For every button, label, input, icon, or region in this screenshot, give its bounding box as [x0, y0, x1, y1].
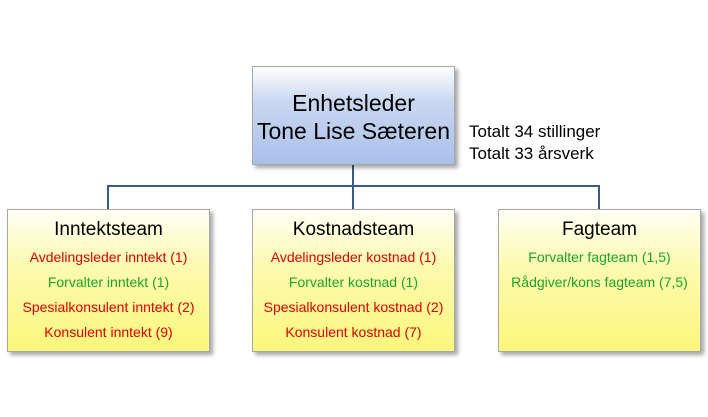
total-fte: Totalt 33 årsverk — [469, 144, 594, 163]
team-item: Spesialkonsulent kostnad (2) — [263, 299, 444, 315]
team-box-inntektsteam: Inntektsteam Avdelingsleder inntekt (1) … — [7, 209, 210, 352]
team-item: Spesialkonsulent inntekt (2) — [22, 299, 195, 315]
team-title: Inntektsteam — [54, 219, 163, 240]
team-item: Avdelingsleder kostnad (1) — [270, 249, 437, 265]
team-item: Rådgiver/kons fagteam (7,5) — [511, 274, 688, 290]
team-item: Avdelingsleder inntekt (1) — [29, 249, 188, 265]
team-item: Konsulent inntekt (9) — [44, 324, 173, 340]
team-item: Forvalter fagteam (1,5) — [528, 249, 671, 265]
team-title: Fagteam — [562, 219, 637, 240]
unit-leader-title: Enhetsleder — [292, 90, 415, 116]
team-item: Forvalter inntekt (1) — [47, 274, 170, 290]
team-item: Forvalter kostnad (1) — [288, 274, 419, 290]
unit-leader-name: Tone Lise Sæteren — [256, 118, 451, 144]
unit-leader-box: Enhetsleder Tone Lise Sæteren — [252, 66, 455, 165]
team-item: Konsulent kostnad (7) — [285, 324, 422, 340]
total-positions: Totalt 34 stillinger — [469, 122, 601, 141]
team-box-kostnadsteam: Kostnadsteam Avdelingsleder kostnad (1) … — [252, 209, 455, 352]
totals-text: Totalt 34 stillinger Totalt 33 årsverk — [469, 121, 600, 165]
team-title: Kostnadsteam — [292, 219, 415, 240]
team-box-fagteam: Fagteam Forvalter fagteam (1,5) Rådgiver… — [498, 209, 701, 352]
